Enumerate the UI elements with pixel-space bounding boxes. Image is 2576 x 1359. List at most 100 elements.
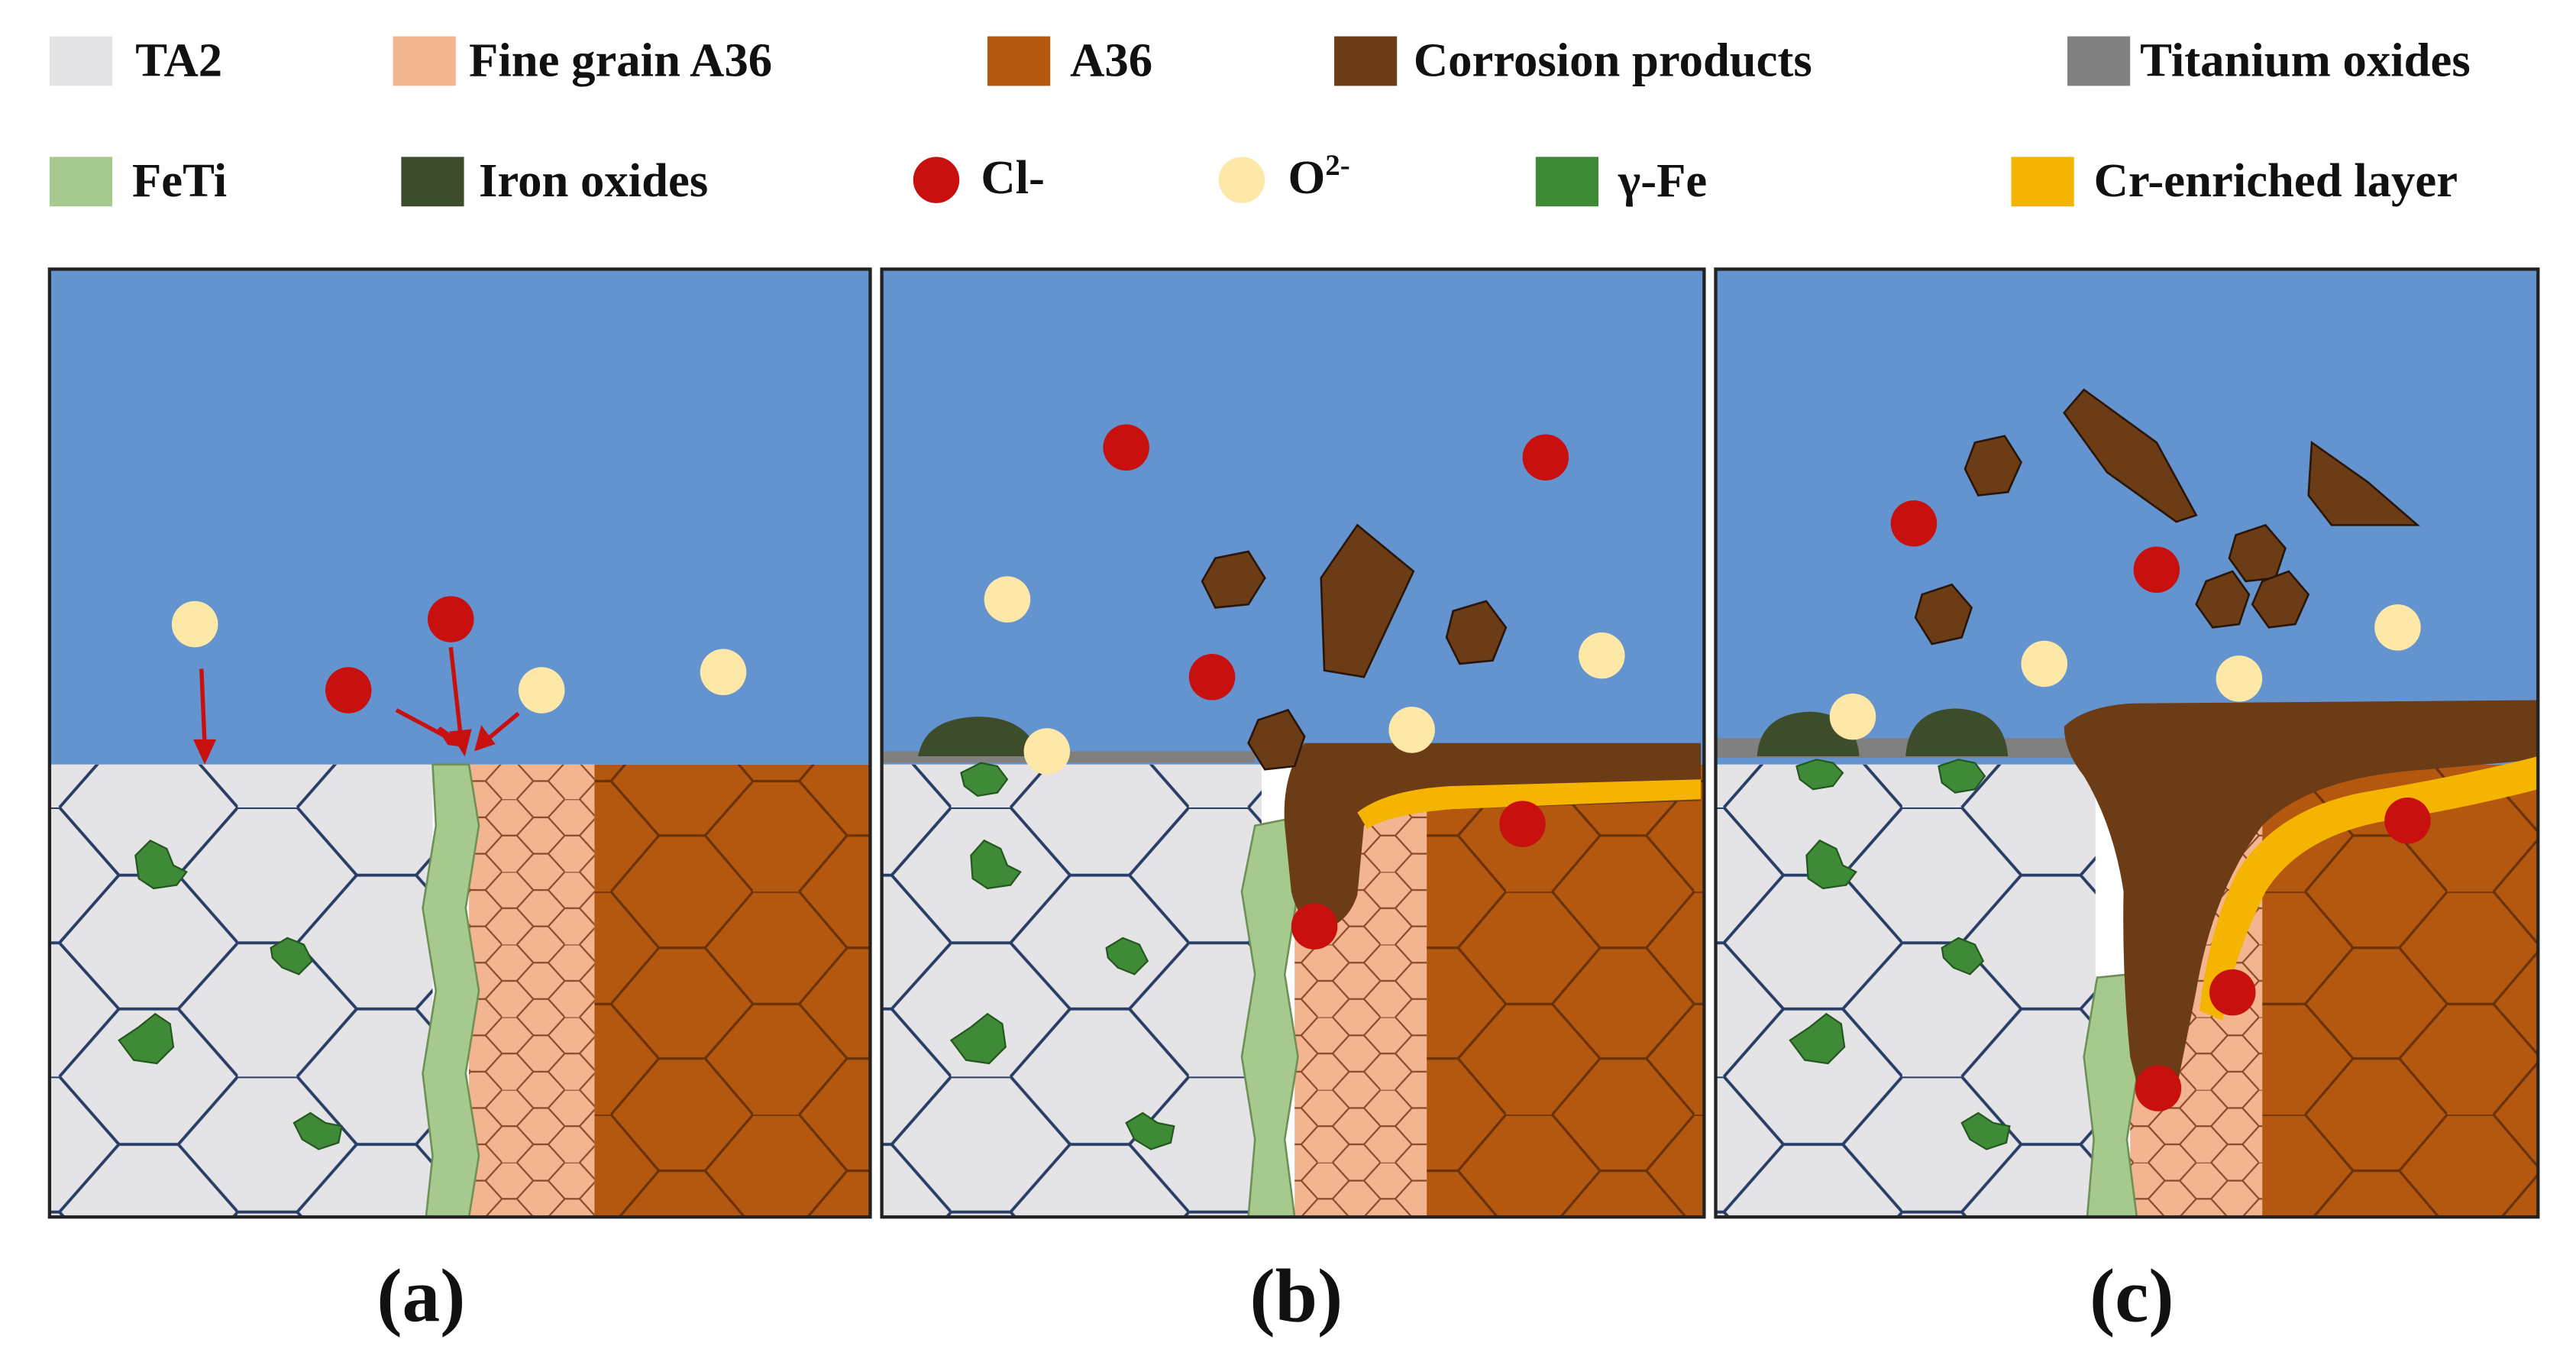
legend-swatch-feti [49, 157, 113, 207]
panel-c-ta2 [1715, 764, 2096, 1218]
corrosion-particle [1445, 600, 1508, 665]
gamma-fe-particle [1805, 839, 1857, 890]
legend-label-feox: Iron oxides [479, 154, 708, 207]
gamma-fe-particle [1941, 937, 1985, 976]
gamma-fe-particle [960, 762, 1009, 798]
gamma-fe-particle [970, 839, 1022, 890]
corrosion-particle [2251, 570, 2310, 629]
legend-label-sup-o2: 2- [1325, 149, 1349, 182]
gamma-fe-particle [1125, 1111, 1175, 1150]
o2-ion [1023, 728, 1071, 775]
cl-ion [1188, 653, 1236, 701]
caption-c: (c) [2090, 1253, 2174, 1338]
legend-swatch-cl [913, 157, 960, 203]
o2-ion [2216, 655, 2263, 702]
legend-item-feti: FeTi [49, 154, 227, 207]
o2-ion [1829, 693, 1876, 740]
o2-ion [984, 576, 1031, 623]
legend-item-o2: O2- [1218, 149, 1350, 204]
corrosion-particle [2195, 570, 2251, 629]
panel-a-ions [171, 596, 747, 713]
cl-ion [325, 667, 372, 713]
legend-swatch-tiox [2067, 36, 2131, 86]
cl-ion [2133, 546, 2180, 594]
panel-c-frame [1714, 267, 2540, 1219]
gamma-fe-particle [134, 839, 188, 890]
panel-a-water [49, 269, 871, 765]
corrosion-particle [1201, 550, 1266, 609]
cl-ion [1499, 801, 1546, 847]
caption-b: (b) [1250, 1253, 1343, 1338]
legend-swatch-a36 [987, 36, 1051, 86]
panel-c [1714, 267, 2540, 1219]
legend-swatch-fine [393, 36, 456, 86]
legend-item-ta2: TA2 [49, 33, 222, 86]
o2-ion [1579, 632, 1625, 679]
gamma-fe-particle [1938, 759, 1986, 794]
legend-swatch-feox [401, 157, 464, 207]
corrosion-particle [1914, 583, 1973, 646]
legend-label-fine: Fine grain A36 [469, 33, 772, 86]
panel-b-ta2 [881, 764, 1262, 1218]
o2-ion [171, 600, 218, 648]
legend-item-corr: Corrosion products [1334, 33, 1812, 86]
o2-ion [2374, 604, 2421, 651]
legend-item-fine: Fine grain A36 [393, 33, 772, 86]
panel-c-water [1715, 269, 2539, 765]
gamma-fe-particle [270, 937, 313, 976]
panel-a [47, 267, 872, 1219]
legend: TA2 Fine grain A36 A36 Corrosion products Ti… [49, 33, 2471, 207]
panel-c-iron-oxide-2 [1905, 708, 2009, 757]
panel-b-ions [984, 424, 1625, 950]
panel-c-corrosion-particles [1914, 388, 2420, 646]
panel-a-arrows [193, 647, 520, 765]
legend-swatch-corr [1334, 36, 1398, 86]
corrosion-particle [1320, 523, 1415, 678]
legend-swatch-gfe [1535, 157, 1598, 207]
gamma-fe-particle [293, 1111, 343, 1150]
legend-swatch-o2 [1218, 157, 1265, 203]
o2-ion [518, 667, 565, 713]
legend-label-cr: Cr-enriched layer [2094, 154, 2458, 207]
legend-label-cl: Cl- [981, 150, 1045, 204]
o2-ion [1388, 707, 1435, 753]
panel-a-substrate [49, 763, 871, 1218]
gamma-fe-particle [949, 1012, 1007, 1065]
legend-item-tiox: Titanium oxides [2067, 33, 2471, 86]
cl-ion [1103, 424, 1149, 471]
legend-swatch-ta2 [49, 36, 113, 86]
legend-item-gfe: γ-Fe [1535, 154, 1707, 207]
panel-c-substrate [1715, 700, 2539, 1218]
legend-item-cl: Cl- [913, 150, 1045, 204]
cl-ion [2384, 798, 2431, 844]
panel-b-substrate [881, 717, 1705, 1218]
cl-ion [428, 596, 474, 642]
panel-b-water [881, 269, 1705, 765]
legend-label-a36: A36 [1070, 33, 1152, 86]
corrosion-particle [1964, 435, 2022, 497]
legend-label-corr: Corrosion products [1414, 33, 1812, 86]
gamma-fe-particle [1789, 1012, 1846, 1065]
panel-a-a36 [594, 764, 871, 1218]
cl-ion [1522, 434, 1569, 481]
o2-ion [2021, 640, 2068, 688]
gamma-fe-particle [1960, 1111, 2011, 1150]
legend-label-ta2: TA2 [135, 33, 222, 86]
legend-swatch-cr [2011, 157, 2074, 207]
panel-c-cr-layer [2199, 756, 2539, 1021]
gamma-fe-particle [118, 1012, 175, 1065]
legend-item-cr: Cr-enriched layer [2011, 154, 2458, 207]
panel-b-frame [880, 267, 1706, 1219]
panel-c-corrosion-products [2064, 700, 2539, 1102]
legend-label-gfe: γ-Fe [1618, 154, 1707, 207]
legend-item-a36: A36 [987, 33, 1152, 86]
caption-a: (a) [377, 1253, 465, 1338]
panel-b-iron-oxide [918, 717, 1041, 757]
legend-label-tiox: Titanium oxides [2140, 33, 2471, 86]
panel-a-ta2 [49, 764, 433, 1218]
panel-c-gfe-clusters [1789, 759, 2011, 1150]
panel-b [880, 267, 1706, 1219]
panel-a-gfe-clusters [118, 839, 343, 1150]
cl-ion [2135, 1065, 2182, 1111]
